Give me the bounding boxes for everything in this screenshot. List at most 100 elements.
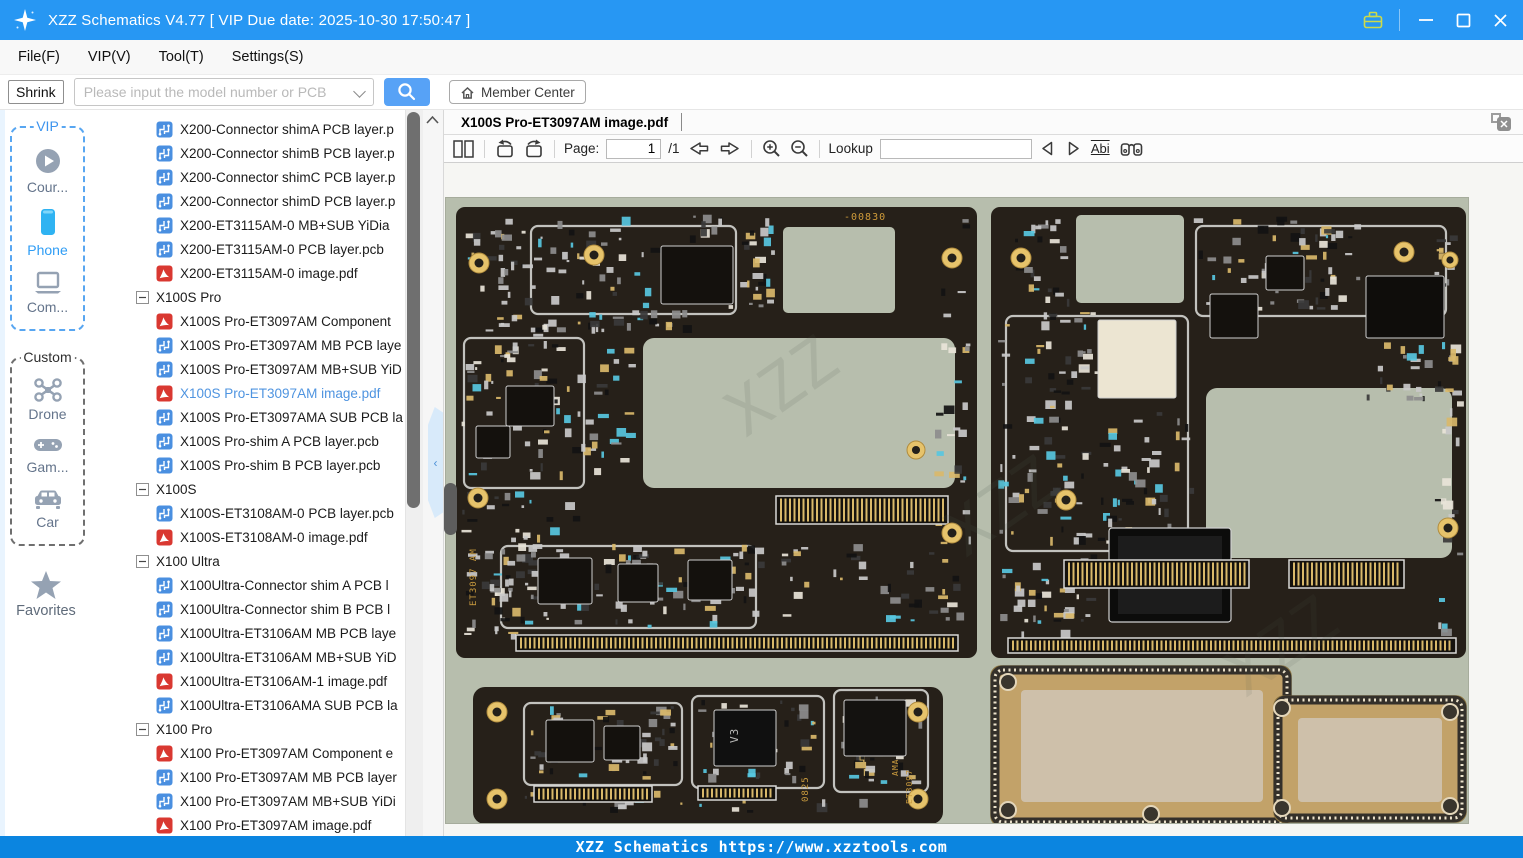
app-logo-icon	[12, 7, 38, 33]
page-number-input[interactable]	[606, 139, 661, 159]
pdf-file-icon	[156, 385, 173, 402]
tree-file-row[interactable]: X200-ET3115AM-0 MB+SUB YiDia	[92, 213, 405, 237]
tree-file-row[interactable]: X200-Connector shimC PCB layer.p	[92, 165, 405, 189]
tree-file-row[interactable]: X100 Pro-ET3097AM MB+SUB YiDi	[92, 789, 405, 813]
svg-text:0825: 0825	[801, 776, 811, 802]
zoom-out-icon[interactable]	[789, 139, 810, 158]
previous-result-icon[interactable]	[1039, 140, 1057, 157]
scroll-up-icon[interactable]	[425, 115, 440, 125]
rotate-right-icon[interactable]	[523, 139, 545, 158]
tab-open-document[interactable]: X100S Pro-ET3097AM image.pdf	[461, 115, 668, 130]
tree-file-row[interactable]: X100Ultra-ET3106AM-1 image.pdf	[92, 669, 405, 693]
tree-file-row[interactable]: X200-Connector shimD PCB layer.p	[92, 189, 405, 213]
tree-file-row[interactable]: X100 Pro-ET3097AM MB PCB layer	[92, 765, 405, 789]
menu-file[interactable]: File(F)	[4, 49, 74, 65]
tree-item-label: X100Ultra-Connector shim A PCB l	[180, 578, 389, 593]
tree-file-row[interactable]: X100S Pro-ET3097AM image.pdf	[92, 381, 405, 405]
tree-file-row[interactable]: X100Ultra-ET3106AM MB+SUB YiD	[92, 645, 405, 669]
toolbar-separator	[819, 140, 820, 158]
tree-file-row[interactable]: X100 Pro-ET3097AM Component e	[92, 741, 405, 765]
tree-item-label: X100S Pro-ET3097AM image.pdf	[180, 386, 380, 401]
gamepad-icon	[12, 434, 83, 456]
next-page-icon[interactable]	[718, 140, 742, 157]
sidebar-item-phone[interactable]: Phone	[12, 207, 83, 258]
pdf-page[interactable]: -00830ET3097 AMV30825AMAET3097XZZXZZXZZ	[446, 198, 1468, 823]
search-button[interactable]	[384, 78, 430, 106]
collapse-icon[interactable]	[136, 555, 149, 568]
menu-vip[interactable]: VIP(V)	[74, 49, 145, 65]
sidebar-item-label: Car	[12, 514, 83, 530]
tree-item-label: X200-ET3115AM-0 image.pdf	[180, 266, 358, 281]
zoom-in-icon[interactable]	[761, 139, 782, 158]
shrink-button[interactable]: Shrink	[8, 80, 64, 104]
member-center-label: Member Center	[481, 85, 575, 100]
two-page-view-icon[interactable]	[452, 140, 475, 158]
sidebar-item-course[interactable]: Cour...	[12, 146, 83, 195]
tree-item-label: X100S Pro	[156, 290, 221, 305]
close-button[interactable]	[1489, 9, 1511, 31]
panel-collapse-handle[interactable]: ‹	[428, 407, 443, 518]
tree-file-row[interactable]: X100Ultra-Connector shim A PCB l	[92, 573, 405, 597]
sidebar-item-computer[interactable]: Com...	[12, 270, 83, 315]
pcb-file-icon	[156, 361, 173, 378]
tree-file-row[interactable]: X100Ultra-ET3106AMA SUB PCB la	[92, 693, 405, 717]
pcb-file-icon	[156, 649, 173, 666]
tree-file-row[interactable]: X200-Connector shimA PCB layer.p	[92, 117, 405, 141]
category-sidebar: VIP Cour...	[0, 110, 92, 836]
briefcase-icon[interactable]	[1362, 9, 1384, 31]
star-icon	[0, 570, 92, 600]
tree-item-label: X200-Connector shimB PCB layer.p	[180, 146, 395, 161]
pcb-file-icon	[156, 409, 173, 426]
tree-file-row[interactable]: X100S Pro-shim B PCB layer.pcb	[92, 453, 405, 477]
lookup-input[interactable]	[880, 139, 1032, 159]
tree-group-row[interactable]: X100S	[92, 477, 405, 501]
file-tree[interactable]: X200-Connector shimA PCB layer.pX200-Con…	[92, 110, 405, 836]
tree-file-row[interactable]: X100S Pro-ET3097AMA SUB PCB la	[92, 405, 405, 429]
minimize-button[interactable]	[1415, 9, 1437, 31]
next-result-icon[interactable]	[1064, 140, 1082, 157]
pcb-file-icon	[156, 193, 173, 210]
collapse-icon[interactable]	[136, 291, 149, 304]
svg-text:V3: V3	[728, 728, 741, 743]
sidebar-item-drone[interactable]: Drone	[12, 377, 83, 422]
menu-tool[interactable]: Tool(T)	[145, 49, 218, 65]
tree-file-row[interactable]: X100Ultra-Connector shim B PCB l	[92, 597, 405, 621]
tree-file-row[interactable]: X100S-ET3108AM-0 image.pdf	[92, 525, 405, 549]
sidebar-item-game[interactable]: Gam...	[12, 434, 83, 475]
sidebar-item-favorites[interactable]: Favorites	[0, 570, 92, 619]
previous-page-icon[interactable]	[687, 140, 711, 157]
tree-group-row[interactable]: X100S Pro	[92, 285, 405, 309]
tree-file-row[interactable]: X100S-ET3108AM-0 PCB layer.pcb	[92, 501, 405, 525]
menu-settings[interactable]: Settings(S)	[218, 49, 318, 65]
tree-scrollbar-thumb[interactable]	[407, 112, 420, 508]
sidebar-item-label: Cour...	[12, 179, 83, 195]
maximize-button[interactable]	[1452, 9, 1474, 31]
tree-group-row[interactable]: X100 Ultra	[92, 549, 405, 573]
tree-file-row[interactable]: X100S Pro-ET3097AM MB+SUB YiD	[92, 357, 405, 381]
tree-file-row[interactable]: X200-Connector shimB PCB layer.p	[92, 141, 405, 165]
tree-file-row[interactable]: X100 Pro-ET3097AM image.pdf	[92, 813, 405, 836]
tree-group-row[interactable]: X100 Pro	[92, 717, 405, 741]
panel-scrollbar-thumb[interactable]	[444, 483, 457, 535]
tree-file-row[interactable]: X200-ET3115AM-0 PCB layer.pcb	[92, 237, 405, 261]
toolbar-separator	[751, 140, 752, 158]
tree-file-row[interactable]: X100S Pro-ET3097AM Component	[92, 309, 405, 333]
tree-item-label: X100Ultra-ET3106AMA SUB PCB la	[180, 698, 398, 713]
tree-file-row[interactable]: X100S Pro-ET3097AM MB PCB laye	[92, 333, 405, 357]
member-center-button[interactable]: Member Center	[449, 80, 586, 104]
binoculars-icon[interactable]	[1119, 140, 1144, 158]
pdf-content-area[interactable]: -00830ET3097 AMV30825AMAET3097XZZXZZXZZ	[444, 163, 1523, 836]
tree-file-row[interactable]: X100Ultra-ET3106AM MB PCB laye	[92, 621, 405, 645]
rotate-left-icon[interactable]	[494, 139, 516, 158]
collapse-icon[interactable]	[136, 483, 149, 496]
tree-file-row[interactable]: X200-ET3115AM-0 image.pdf	[92, 261, 405, 285]
sidebar-item-car[interactable]: Car	[12, 487, 83, 530]
pcb-file-icon	[156, 697, 173, 714]
tree-file-row[interactable]: X100S Pro-shim A PCB layer.pcb	[92, 429, 405, 453]
collapse-icon[interactable]	[136, 723, 149, 736]
vip-group-label: VIP	[33, 118, 62, 134]
match-case-toggle[interactable]: Abi	[1091, 141, 1110, 156]
model-search-input[interactable]	[74, 78, 374, 106]
home-icon	[460, 85, 475, 100]
close-all-tabs-icon[interactable]	[1491, 113, 1511, 131]
